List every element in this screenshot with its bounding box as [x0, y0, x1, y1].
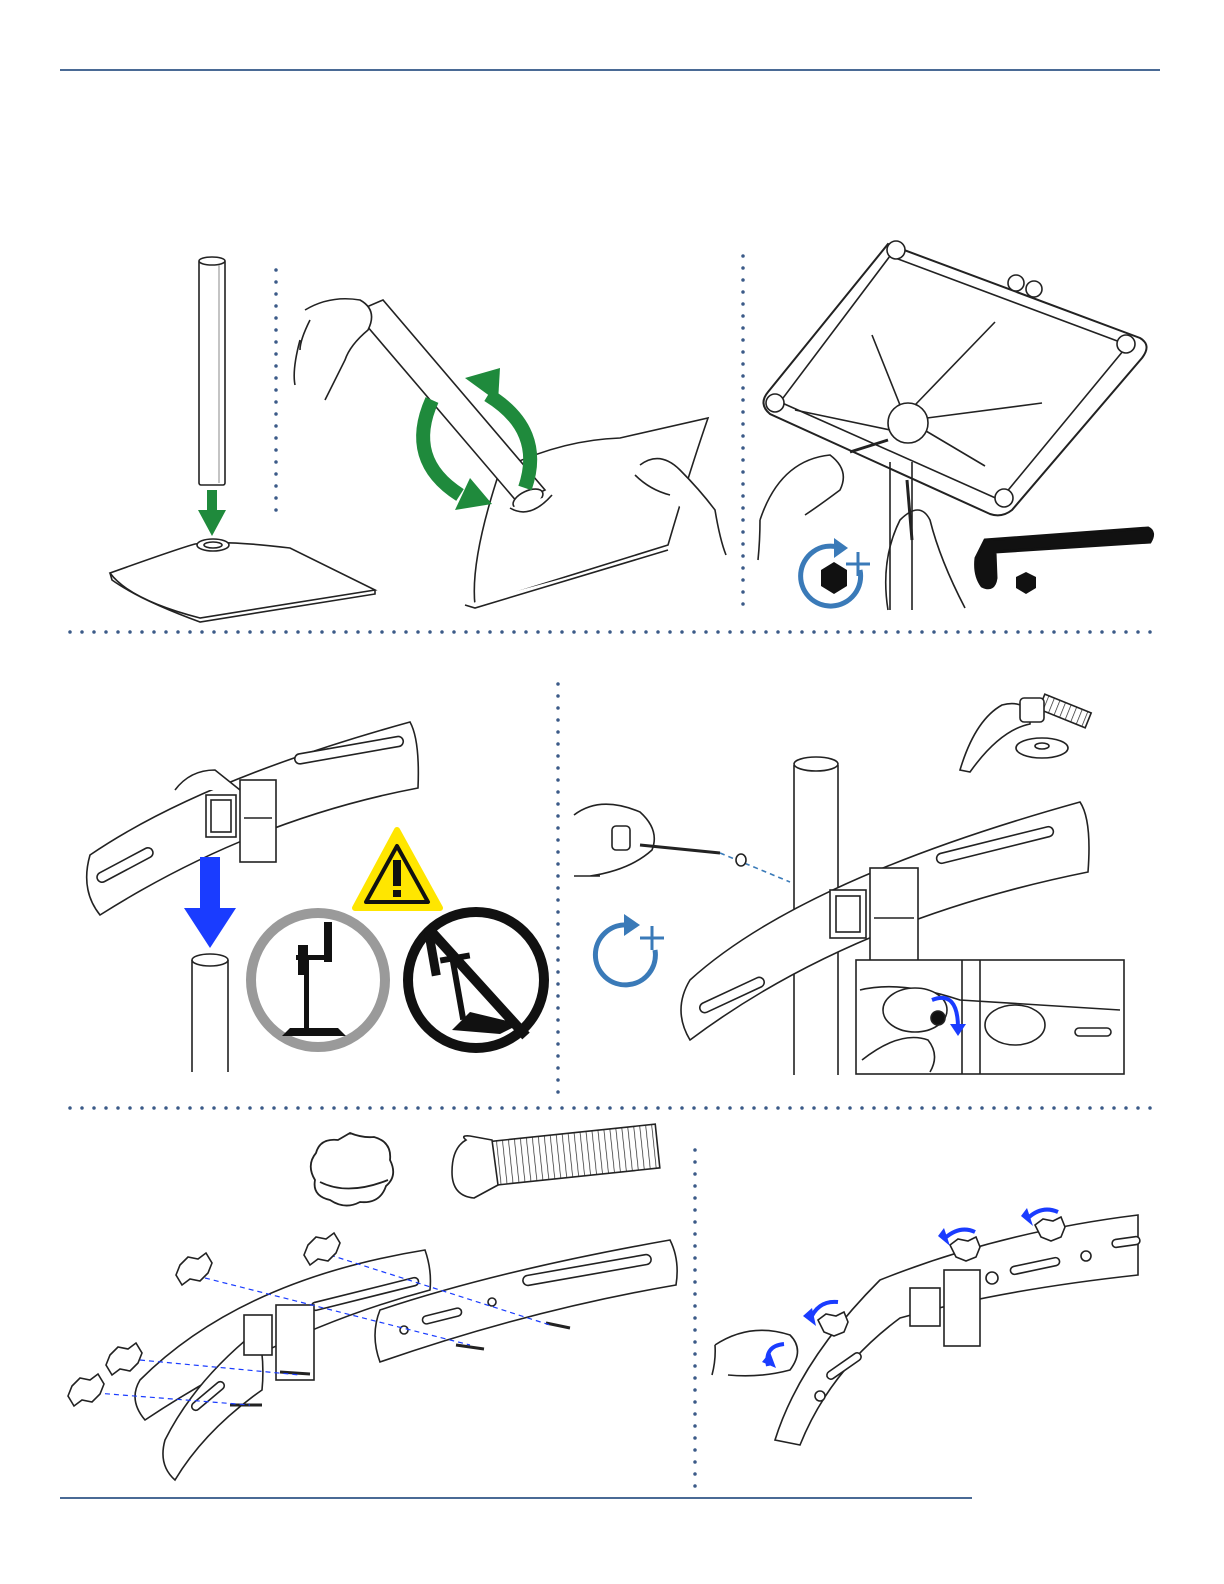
- rotate-tighten-icon: [595, 914, 664, 985]
- lever-handle-icon: [960, 694, 1091, 772]
- warning-icon: [355, 830, 440, 908]
- arrow-down-icon: [184, 857, 236, 948]
- step-tighten-knobs: [712, 1215, 1140, 1445]
- star-knob-icon: [311, 1133, 393, 1206]
- hex-nut-icon: [1016, 572, 1036, 594]
- step-tighten-base-screw: [758, 241, 1147, 610]
- arrow-down-icon: [198, 490, 226, 536]
- washer-icon: [1016, 738, 1068, 758]
- incorrect-orientation-icon: [408, 912, 544, 1048]
- step-screw-pole: [294, 299, 726, 608]
- step-insert-lever-bolt: [574, 757, 1124, 1075]
- hex-tighten-icon: [801, 538, 870, 606]
- step-attach-extensions: [68, 1233, 677, 1480]
- correct-orientation-icon: [251, 913, 385, 1047]
- carriage-bolt-icon: [452, 1124, 660, 1198]
- allen-key-icon: [976, 528, 1153, 588]
